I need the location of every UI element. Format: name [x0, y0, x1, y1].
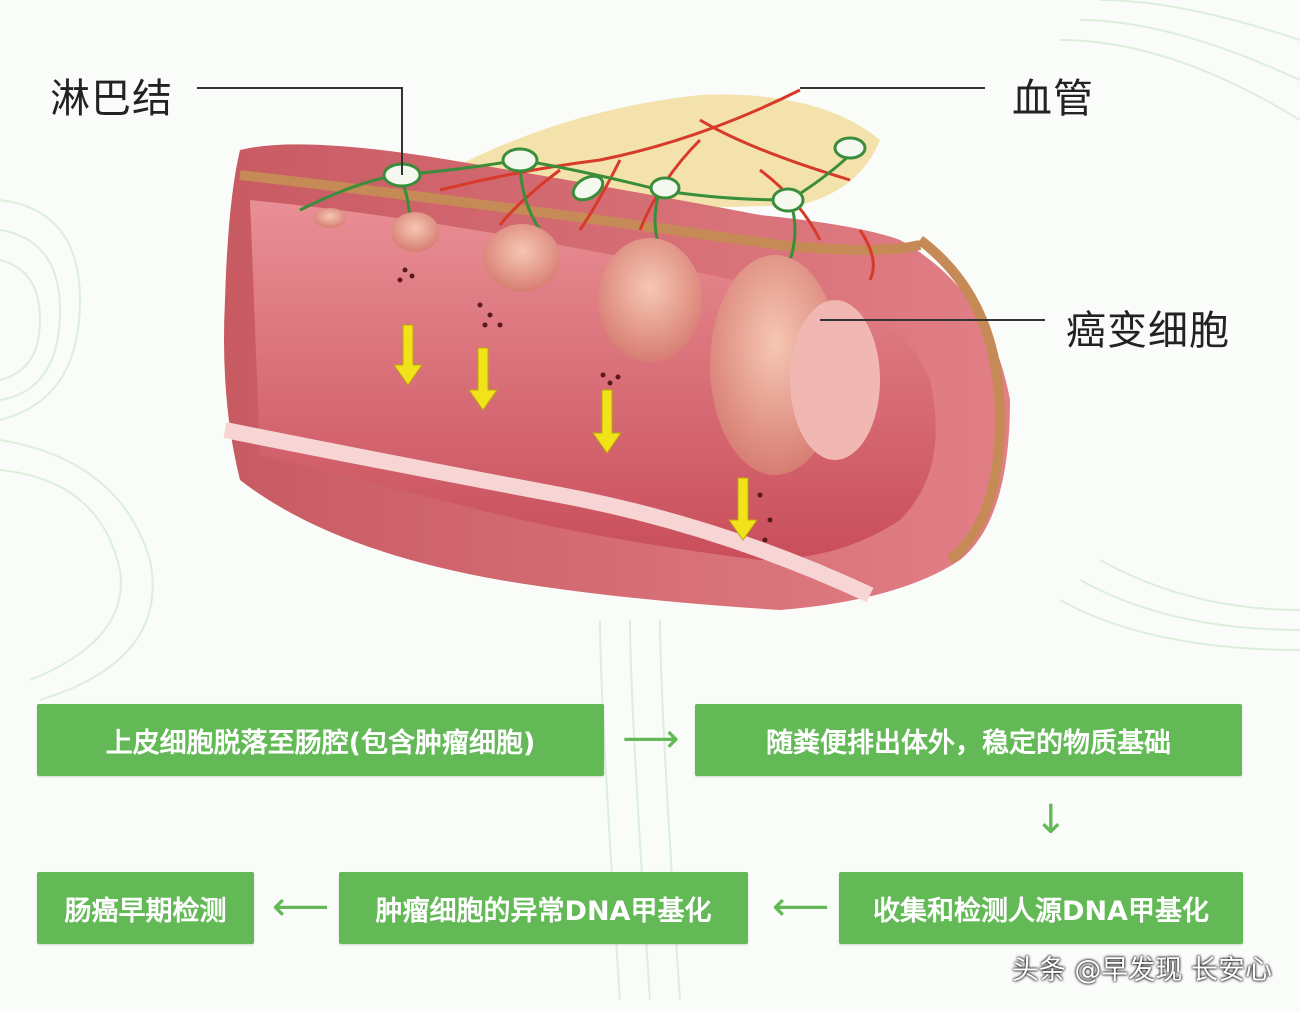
- colon-wall-band-top: [239, 170, 922, 255]
- lymph-nodes: [382, 136, 867, 213]
- flow-step-5: 肠癌早期检测: [37, 872, 254, 944]
- label-blood-vessel: 血管: [1012, 76, 1094, 122]
- colon-wall-band-right: [916, 236, 1006, 564]
- shed-cell-dots: [397, 267, 773, 543]
- leader-lines: [197, 87, 1045, 321]
- arrow-right-icon: ⟶: [622, 716, 680, 762]
- tumor-polyps: [314, 208, 880, 475]
- flow-step-1: 上皮细胞脱落至肠腔(包含肿瘤细胞): [37, 704, 604, 776]
- label-lymph-node: 淋巴结: [50, 76, 173, 122]
- shedding-arrows: [393, 324, 758, 541]
- flow-step-2: 随粪便排出体外，稳定的物质基础: [695, 704, 1242, 776]
- flow-step-3: 收集和检测人源DNA甲基化: [839, 872, 1243, 944]
- colon-cut-edge: [223, 422, 874, 603]
- flow-step-4: 肿瘤细胞的异常DNA甲基化: [339, 872, 748, 944]
- arrow-down-icon: ↓: [1034, 797, 1068, 843]
- arrow-left-icon: ⟵: [772, 884, 830, 930]
- label-cancer-cells: 癌变细胞: [1066, 308, 1230, 354]
- arrow-left-icon: ⟵: [272, 884, 330, 930]
- watermark: 头条 @早发现 长安心: [1011, 955, 1272, 986]
